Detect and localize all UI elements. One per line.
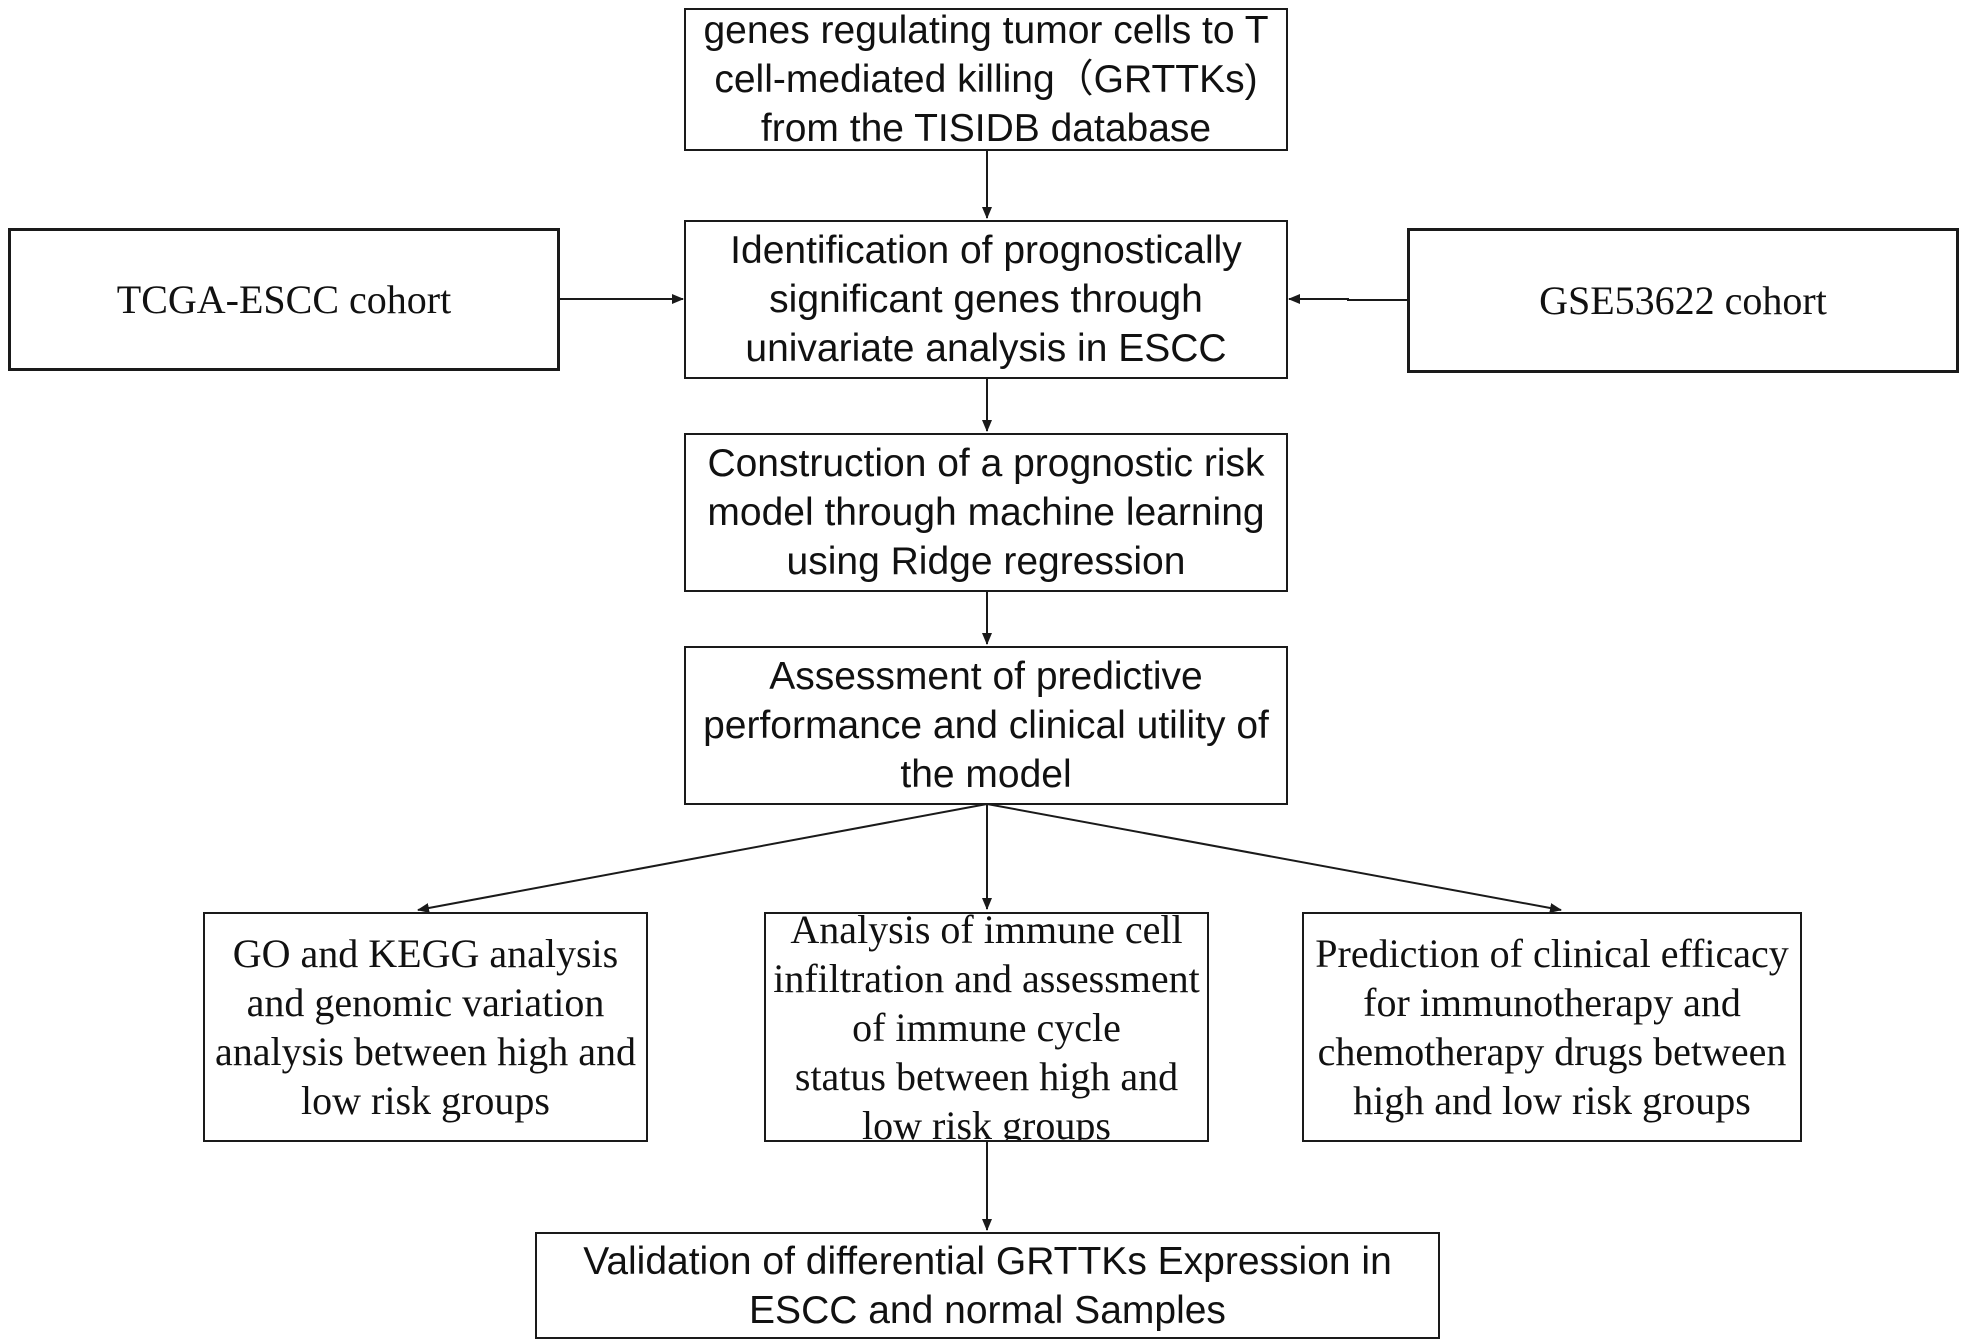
node-gse-cohort: GSE53622 cohort bbox=[1407, 228, 1959, 373]
node-tcga-label: TCGA-ESCC cohort bbox=[116, 277, 452, 322]
arrow-assessment-to-go-kegg bbox=[417, 803, 988, 913]
node-univariate-analysis: Identification of prognostically signifi… bbox=[684, 220, 1288, 379]
node-risk-model: Construction of a prognostic risk model … bbox=[684, 433, 1288, 592]
node-immune-infiltration: Analysis of immune cell infiltration and… bbox=[764, 912, 1209, 1142]
node-go-kegg-label: GO and KEGG analysis and genomic variati… bbox=[215, 931, 636, 1123]
node-grttks-label: genes regulating tumor cells to T cell-m… bbox=[703, 9, 1269, 150]
node-validation-label: Validation of differential GRTTKs Expres… bbox=[583, 1239, 1392, 1332]
arrow-assessment-to-prediction bbox=[986, 803, 1562, 913]
node-assessment: Assessment of predictive performance and… bbox=[684, 646, 1288, 805]
node-assessment-label: Assessment of predictive performance and… bbox=[703, 655, 1269, 796]
node-validation: Validation of differential GRTTKs Expres… bbox=[535, 1232, 1440, 1339]
node-grttks-source: genes regulating tumor cells to T cell-m… bbox=[684, 8, 1288, 151]
node-prediction-label: Prediction of clinical efficacy for immu… bbox=[1315, 931, 1789, 1123]
node-model-label: Construction of a prognostic risk model … bbox=[707, 442, 1265, 583]
node-go-kegg: GO and KEGG analysis and genomic variati… bbox=[203, 912, 648, 1142]
arrow-gse-to-univariate bbox=[1288, 294, 1407, 304]
node-immune-label: Analysis of immune cell infiltration and… bbox=[773, 912, 1200, 1142]
node-tcga-cohort: TCGA-ESCC cohort bbox=[8, 228, 560, 371]
node-gse-label: GSE53622 cohort bbox=[1539, 278, 1827, 323]
node-univariate-label: Identification of prognostically signifi… bbox=[730, 229, 1242, 370]
node-clinical-prediction: Prediction of clinical efficacy for immu… bbox=[1302, 912, 1802, 1142]
